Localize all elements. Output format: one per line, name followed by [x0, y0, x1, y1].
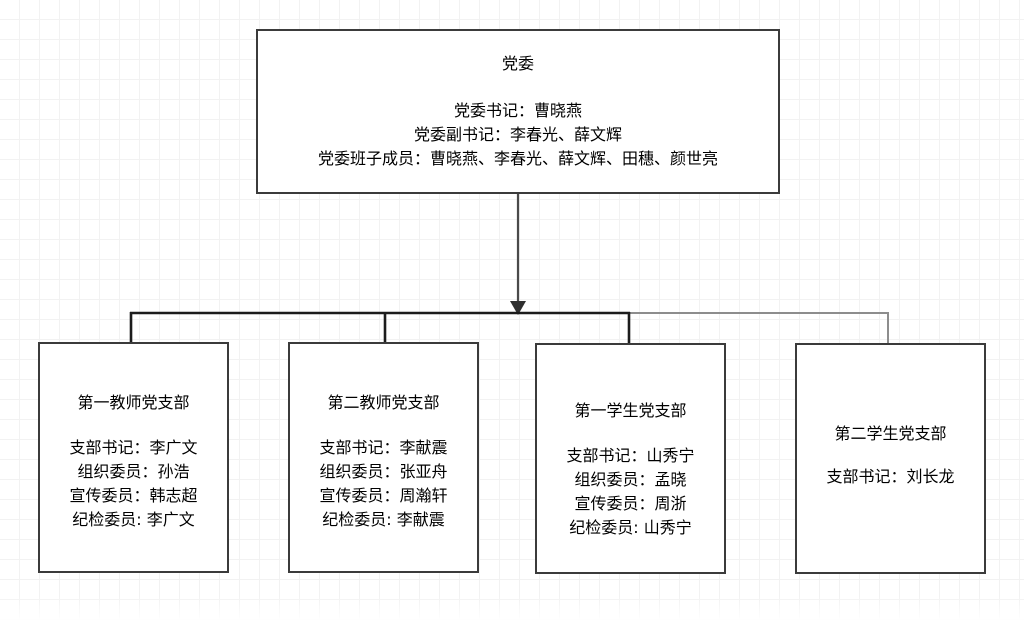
- node-detail-line: 纪检委员: 山秀宁: [569, 518, 692, 537]
- node-detail-lines: 党委书记：曹晓燕 党委副书记：李春光、薛文辉 党委班子成员：曹晓燕、李春光、薛文…: [258, 99, 778, 171]
- node-title: 第二学生党支部: [834, 424, 947, 443]
- node-detail-line: 组织委员：张亚舟: [319, 462, 448, 481]
- node-title: 第一教师党支部: [77, 393, 190, 412]
- node-detail-line: 党委书记：曹晓燕: [453, 101, 582, 120]
- node-party-committee[interactable]: 党委 党委书记：曹晓燕 党委副书记：李春光、薛文辉 党委班子成员：曹晓燕、李春光…: [256, 29, 780, 194]
- node-detail-line: 组织委员：孟晓: [574, 470, 687, 489]
- node-detail-line: 党委班子成员：曹晓燕、李春光、薛文辉、田穗、颜世亮: [317, 149, 718, 168]
- node-detail-line: 组织委员：孙浩: [77, 462, 190, 481]
- node-detail-line: 支部书记：刘长龙: [826, 467, 955, 486]
- node-detail-lines: 支部书记：李广文 组织委员：孙浩 宣传委员：韩志超 纪检委员: 李广文: [40, 436, 227, 532]
- node-detail-line: 宣传委员：周瀚轩: [319, 486, 448, 505]
- node-detail-line: 宣传委员：韩志超: [69, 486, 198, 505]
- node-detail-line: 支部书记：山秀宁: [566, 446, 695, 465]
- node-detail-line: 宣传委员：周浙: [574, 494, 687, 513]
- node-title: 第一学生党支部: [574, 401, 687, 420]
- node-detail-line: 纪检委员: 李献震: [322, 510, 445, 529]
- node-detail-lines: 支部书记：刘长龙: [797, 465, 984, 489]
- node-detail-line: 纪检委员: 李广文: [72, 510, 195, 529]
- node-detail-lines: 支部书记：李献震 组织委员：张亚舟 宣传委员：周瀚轩 纪检委员: 李献震: [290, 436, 477, 532]
- node-student-branch-1[interactable]: 第一学生党支部 支部书记：山秀宁 组织委员：孟晓 宣传委员：周浙 纪检委员: 山…: [535, 343, 726, 574]
- node-student-branch-2[interactable]: 第二学生党支部 支部书记：刘长龙: [795, 343, 986, 574]
- node-detail-line: 支部书记：李献震: [319, 438, 448, 457]
- node-teacher-branch-1[interactable]: 第一教师党支部 支部书记：李广文 组织委员：孙浩 宣传委员：韩志超 纪检委员: …: [38, 342, 229, 573]
- node-teacher-branch-2[interactable]: 第二教师党支部 支部书记：李献震 组织委员：张亚舟 宣传委员：周瀚轩 纪检委员:…: [288, 342, 479, 573]
- node-detail-line: 党委副书记：李春光、薛文辉: [413, 125, 622, 144]
- node-title: 第二教师党支部: [327, 393, 440, 412]
- node-detail-line: 支部书记：李广文: [69, 438, 198, 457]
- node-title: 党委: [501, 54, 534, 73]
- node-detail-lines: 支部书记：山秀宁 组织委员：孟晓 宣传委员：周浙 纪检委员: 山秀宁: [537, 444, 724, 540]
